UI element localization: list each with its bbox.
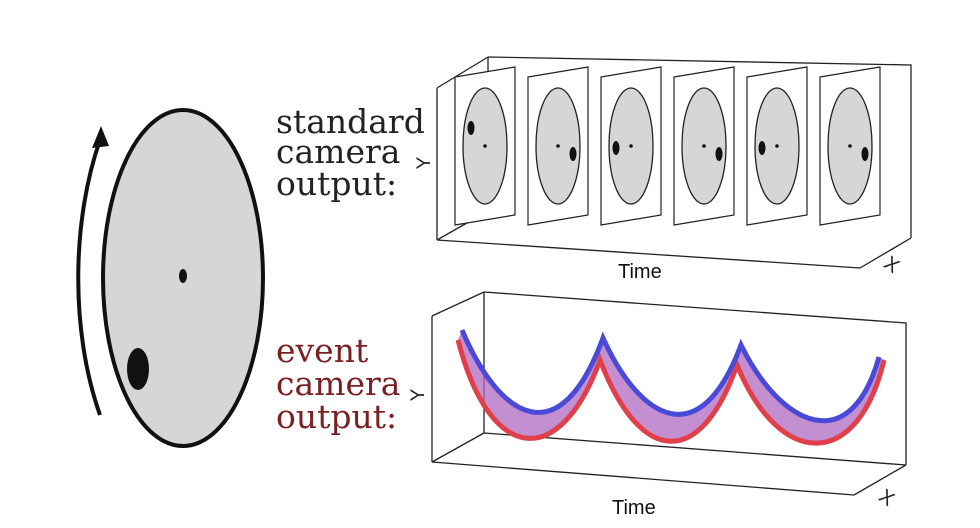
event-y-axis-label: Y (408, 388, 429, 401)
event-camera-label: event camera output: (276, 331, 400, 436)
standard-x-axis-label: X (880, 252, 904, 278)
standard-frame (454, 66, 516, 226)
event-time-label: Time (612, 497, 656, 519)
frame-center-dot (483, 144, 487, 148)
frame-marker-dot (861, 147, 869, 161)
rotating-disk-illustration (76, 108, 265, 448)
standard-frame (527, 66, 589, 226)
event-label-line2: camera (276, 364, 400, 403)
standard-frame (819, 66, 881, 226)
frame-marker-dot (612, 141, 620, 155)
frame-center-dot (702, 144, 706, 148)
standard-frame (746, 66, 808, 226)
frame-marker-dot (758, 141, 766, 155)
standard-time-label: Time (618, 261, 662, 283)
standard-label-line2: camera (276, 132, 400, 171)
standard-frame (673, 66, 735, 226)
event-trajectory (455, 329, 887, 446)
standard-label-line1: standard (276, 102, 425, 141)
event-red-edge (455, 339, 887, 446)
event-label-line1: event (276, 331, 368, 370)
standard-y-axis-label: Y (414, 156, 435, 169)
rotation-arrowhead-icon (92, 126, 109, 148)
standard-frame (600, 66, 662, 226)
standard-camera-label: standard camera output: (276, 102, 425, 203)
frame-marker-dot (467, 121, 475, 135)
frame-center-dot (848, 144, 852, 148)
disk-marker-dot (127, 348, 149, 390)
event-band-fill (458, 330, 884, 444)
event-output-box-front (431, 461, 907, 496)
standard-label-line3: output: (276, 164, 397, 203)
frame-center-dot (775, 144, 779, 148)
frame-marker-dot (715, 147, 723, 161)
frame-center-dot (629, 144, 633, 148)
frame-marker-dot (569, 147, 577, 161)
event-x-axis-label: X (875, 485, 899, 511)
event-label-line3: output: (276, 397, 397, 436)
event-output-box-back (431, 291, 907, 466)
event-blue-edge (459, 329, 882, 424)
frame-center-dot (556, 144, 560, 148)
rotation-arrow (76, 139, 102, 416)
disk-center-dot (179, 269, 187, 283)
standard-frames (454, 66, 881, 226)
